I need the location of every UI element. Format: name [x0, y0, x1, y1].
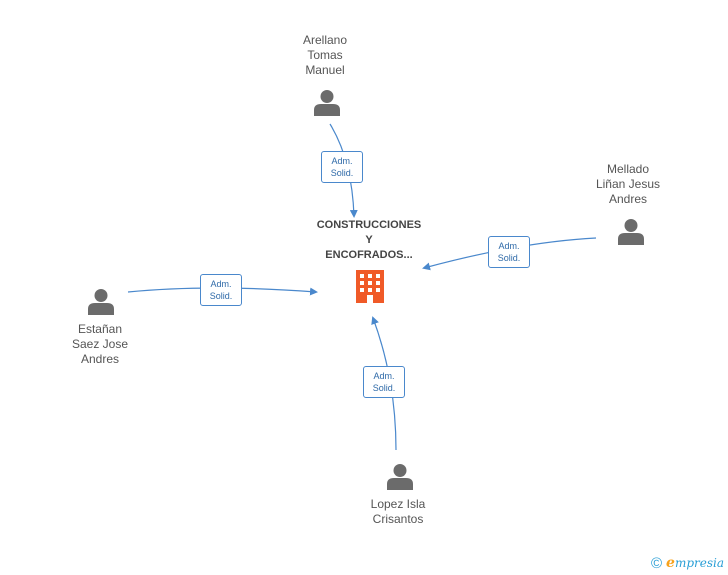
- building-icon[interactable]: [356, 270, 384, 303]
- person-icon[interactable]: [387, 464, 413, 490]
- role-badge-arellano[interactable]: Adm. Solid.: [321, 151, 363, 183]
- person-name-estanan[interactable]: Estañan Saez Jose Andres: [71, 322, 129, 366]
- role-badge-lopez[interactable]: Adm. Solid.: [363, 366, 405, 398]
- role-badge-estanan[interactable]: Adm. Solid.: [200, 274, 242, 306]
- brand-initial: e: [666, 555, 675, 571]
- person-name-mellado[interactable]: Mellado Liñan Jesus Andres: [595, 162, 661, 206]
- person-icon[interactable]: [314, 90, 340, 116]
- brand-name: mpresia: [674, 556, 724, 570]
- person-name-lopez[interactable]: Lopez Isla Crisantos: [370, 497, 426, 526]
- brand-logo[interactable]: empresia: [666, 555, 724, 571]
- company-name[interactable]: CONSTRUCCIONES Y ENCOFRADOS...: [316, 219, 422, 261]
- person-icon[interactable]: [88, 289, 114, 315]
- copyright-icon: ©: [650, 554, 663, 572]
- role-badge-mellado[interactable]: Adm. Solid.: [488, 236, 530, 268]
- person-icon[interactable]: [618, 219, 644, 245]
- footer-brand: © empresia: [651, 553, 724, 573]
- person-name-arellano[interactable]: Arellano Tomas Manuel: [302, 33, 348, 77]
